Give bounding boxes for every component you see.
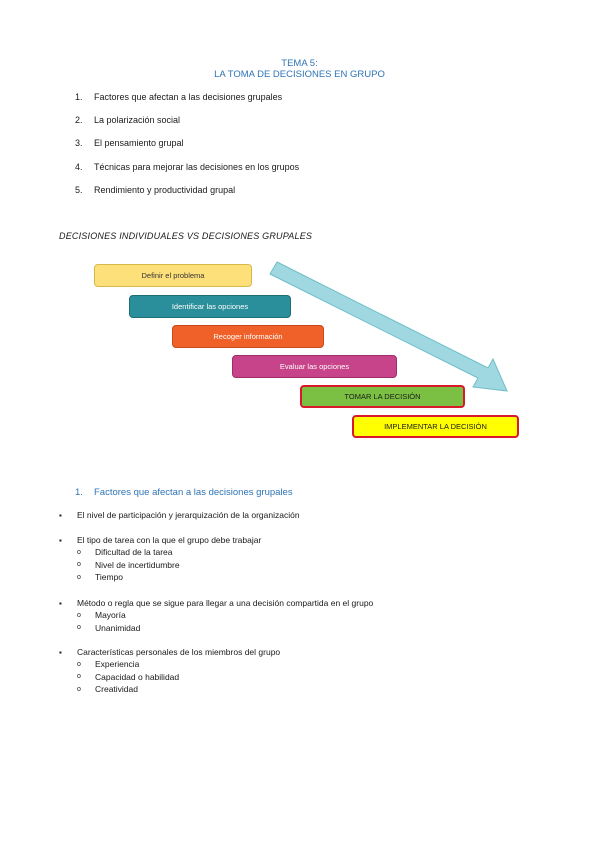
topic-label: Rendimiento y productividad grupal — [94, 184, 236, 195]
list-item: 3.El pensamiento grupal — [75, 138, 299, 161]
list-item: 2.La polarización social — [75, 115, 299, 138]
section-subtitle: DECISIONES INDIVIDUALES VS DECISIONES GR… — [59, 231, 313, 241]
topic-label: Técnicas para mejorar las decisiones en … — [94, 161, 300, 172]
topic-list: 1.Factores que afectan a las decisiones … — [75, 92, 299, 208]
bullet-icon: ▪ — [59, 647, 62, 657]
document-title-line1: TEMA 5: — [281, 58, 318, 69]
sub-bullet-icon: o — [77, 611, 81, 619]
topic-label: La polarización social — [94, 115, 181, 126]
step-gather-information: Recoger información — [172, 325, 324, 348]
list-item: 4.Técnicas para mejorar las decisiones e… — [75, 162, 299, 185]
sub-bullet-icon: o — [77, 673, 81, 681]
step-implement-decision: IMPLEMENTAR LA DECISIÓN — [352, 415, 519, 438]
step-define-problem: Definir el problema — [94, 264, 252, 287]
sub-bullet-icon: o — [77, 548, 81, 556]
sub-bullet-icon: o — [77, 685, 81, 693]
list-item: ▪Método o regla que se sigue para llegar… — [59, 598, 374, 608]
bullet-icon: ▪ — [59, 535, 62, 545]
topic-label: Factores que afectan a las decisiones gr… — [94, 92, 283, 102]
step-identify-options: Identificar las opciones — [129, 295, 291, 318]
sub-bullet-icon: o — [77, 660, 81, 668]
sub-bullet-icon: o — [77, 624, 81, 632]
topic-label: El pensamiento grupal — [94, 138, 184, 149]
sub-bullet-icon: o — [77, 573, 81, 581]
list-item: 1.Factores que afectan a las decisiones … — [75, 92, 299, 115]
list-item: ▪Características personales de los miemb… — [59, 647, 281, 657]
bullet-icon: ▪ — [59, 598, 62, 608]
list-item: 5.Rendimiento y productividad grupal — [75, 185, 299, 208]
decision-process-diagram: PROCESO DE TOMA DE DECISIONES Definir el… — [0, 255, 599, 450]
step-make-decision: TOMAR LA DECISIÓN — [300, 385, 465, 408]
factor-list-2: ▪El tipo de tarea con la que el grupo de… — [59, 534, 261, 584]
process-arrow-icon — [269, 261, 508, 392]
section-heading: 1.Factores que afectan a las decisiones … — [75, 487, 293, 498]
bullet-icon: ▪ — [59, 510, 62, 520]
factor-list-3: ▪Método o regla que se sigue para llegar… — [59, 597, 373, 634]
factor-list-4: ▪Características personales de los miemb… — [59, 646, 280, 696]
document-title-line2: LA TOMA DE DECISIONES EN GRUPO — [214, 69, 385, 80]
list-item: ▪El tipo de tarea con la que el grupo de… — [59, 535, 262, 545]
sub-bullet-icon: o — [77, 561, 81, 569]
factor-list-1: ▪El nivel de participación y jerarquizac… — [59, 509, 300, 521]
step-evaluate-options: Evaluar las opciones — [232, 355, 397, 378]
list-item: ▪El nivel de participación y jerarquizac… — [59, 510, 300, 520]
